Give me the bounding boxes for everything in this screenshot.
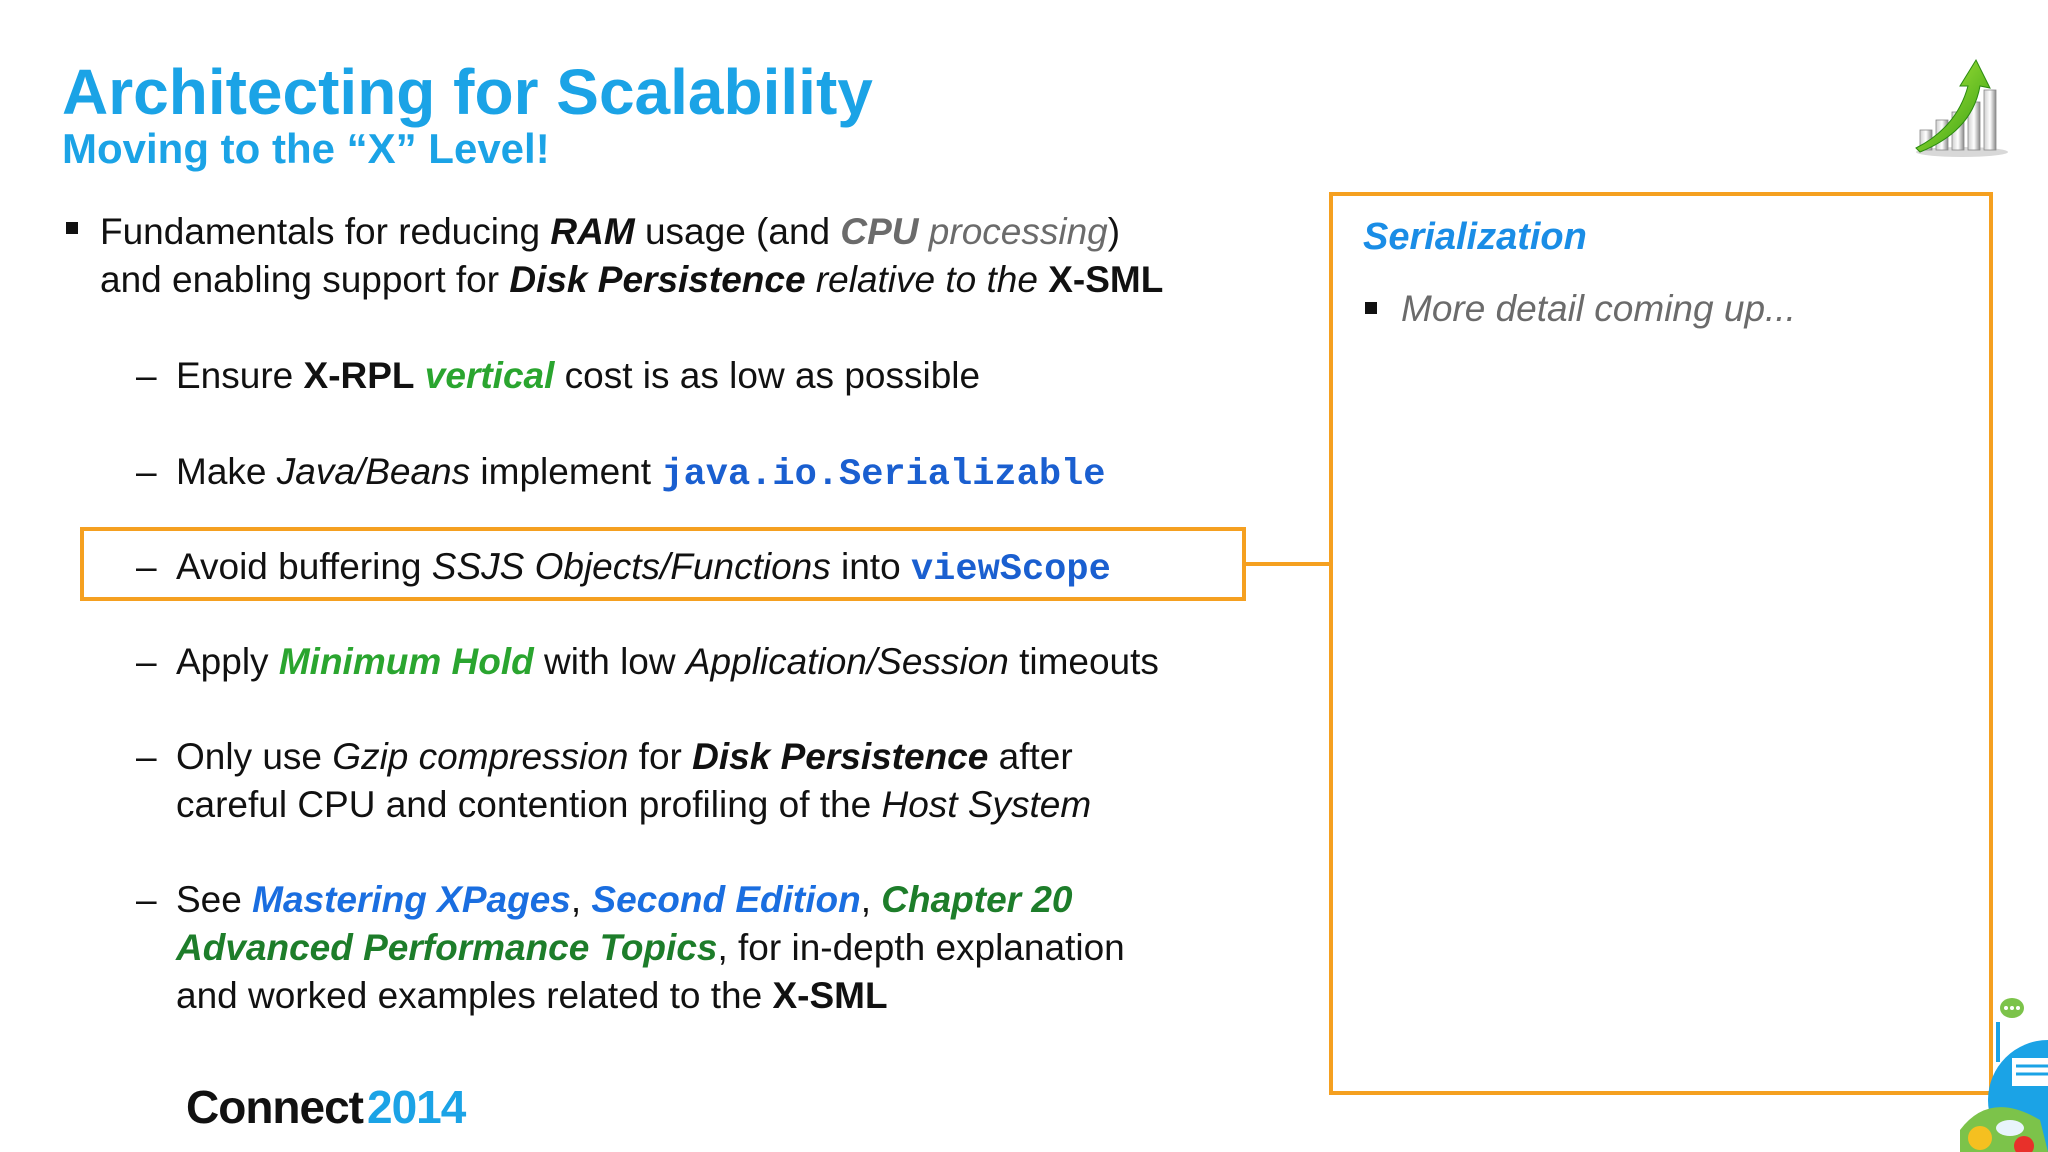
slide-title: Architecting for Scalability	[62, 56, 873, 128]
callout-connector	[1246, 562, 1330, 566]
slide-subtitle: Moving to the “X” Level!	[62, 125, 550, 172]
text-run: processing	[918, 211, 1108, 252]
sub-item-run: implement	[470, 451, 662, 492]
text-run: and enabling support for	[100, 259, 510, 300]
sub-item-run: timeouts	[1008, 641, 1159, 682]
dash-marker: –	[136, 355, 157, 396]
dash-marker: –	[136, 736, 157, 777]
main-bullet-line-2: and enabling support for Disk Persistenc…	[100, 256, 1262, 304]
sub-item-run	[415, 355, 425, 396]
sub-item-run: and worked examples related to the	[176, 975, 773, 1016]
text-run: Fundamentals for reducing	[100, 211, 551, 252]
sub-item-serializable: –Make Java/Beans implement java.io.Seria…	[136, 448, 1105, 499]
callout-title: Serialization	[1363, 216, 1587, 258]
sub-item-line: –Only use Gzip compression for Disk Pers…	[136, 733, 1091, 781]
text-run: X-SML	[1048, 259, 1164, 300]
sub-item-run: Java/Beans	[276, 451, 471, 492]
sub-item-run: Advanced Performance Topics	[176, 927, 718, 968]
sub-item-run: Apply	[176, 641, 279, 682]
serialization-callout: Serialization More detail coming up...	[1329, 192, 1993, 1095]
growth-chart-arrow-icon	[1915, 58, 2008, 157]
sub-item-run: Mastering XPages	[252, 879, 571, 920]
sub-item-run: java.io.Serializable	[661, 454, 1106, 496]
sub-item-run: Chapter 20	[881, 879, 1073, 920]
dash-marker: –	[136, 546, 157, 587]
sub-item-line: –Apply Minimum Hold with low Application…	[136, 638, 1159, 686]
social-cloud-decoration-icon	[1960, 998, 2048, 1152]
sub-item-gzip: –Only use Gzip compression for Disk Pers…	[136, 733, 1091, 829]
sub-item-run: cost is as low as possible	[554, 355, 981, 396]
sub-item-line: careful CPU and contention profiling of …	[176, 781, 1091, 829]
sub-item-run: Minimum Hold	[278, 641, 534, 682]
sub-item-run: See	[176, 879, 253, 920]
sub-item-run: X-RPL	[303, 355, 415, 396]
sub-item-run: X-SML	[772, 975, 888, 1016]
sub-item-run: Host System	[881, 784, 1092, 825]
sub-item-run: into	[830, 546, 911, 587]
sub-item-run: Only use	[176, 736, 333, 777]
dash-marker: –	[136, 641, 157, 682]
sub-item-line: –See Mastering XPages, Second Edition, C…	[136, 876, 1125, 924]
brand-year: 2014	[367, 1081, 466, 1133]
text-run: RAM	[550, 211, 635, 252]
sub-item-run: Ensure	[176, 355, 304, 396]
dash-marker: –	[136, 879, 157, 920]
sub-item-run: , for in-depth explanation	[717, 927, 1125, 968]
main-bullet-line-1: Fundamentals for reducing RAM usage (and…	[100, 208, 1262, 256]
sub-item-minimum-hold: –Apply Minimum Hold with low Application…	[136, 638, 1159, 686]
callout-item-text: More detail coming up...	[1401, 288, 1796, 329]
sub-item-run: viewScope	[910, 549, 1111, 591]
sub-item-run: Application/Session	[685, 641, 1009, 682]
sub-item-run: for	[628, 736, 693, 777]
callout-item: More detail coming up...	[1363, 288, 1796, 330]
sub-item-line: –Ensure X-RPL vertical cost is as low as…	[136, 352, 980, 400]
sub-item-run: with low	[533, 641, 686, 682]
main-bullet: Fundamentals for reducing RAM usage (and…	[62, 208, 1262, 304]
brand-word: Connect	[186, 1081, 364, 1133]
sub-item-line: –Make Java/Beans implement java.io.Seria…	[136, 448, 1105, 499]
sub-item-run: careful CPU and contention profiling of …	[176, 784, 882, 825]
sub-item-line: –Avoid buffering SSJS Objects/Functions …	[136, 543, 1111, 594]
connect-2014-logo: Connect2014	[186, 1080, 466, 1134]
sub-item-viewscope: –Avoid buffering SSJS Objects/Functions …	[136, 543, 1111, 594]
bullet-marker	[66, 222, 78, 234]
dash-marker: –	[136, 451, 157, 492]
highlight-box	[80, 527, 1246, 601]
text-run: )	[1107, 211, 1121, 252]
text-run: usage (and	[634, 211, 841, 252]
sub-item-run: ,	[570, 879, 592, 920]
text-run: relative to the	[805, 259, 1049, 300]
sub-item-line: and worked examples related to the X-SML	[176, 972, 1125, 1020]
sub-item-run: vertical	[424, 355, 555, 396]
sub-item-run: Avoid buffering	[176, 546, 432, 587]
sub-item-book-reference: –See Mastering XPages, Second Edition, C…	[136, 876, 1125, 1020]
sub-item-line: Advanced Performance Topics, for in-dept…	[176, 924, 1125, 972]
sub-item-run: ,	[860, 879, 882, 920]
sub-item-run: Gzip compression	[332, 736, 629, 777]
sub-item-run: after	[988, 736, 1073, 777]
sub-item-xrpl: –Ensure X-RPL vertical cost is as low as…	[136, 352, 980, 400]
sub-item-run: Disk Persistence	[692, 736, 989, 777]
bullet-marker	[1365, 302, 1377, 314]
sub-item-run: Make	[176, 451, 277, 492]
sub-item-run: Second Edition	[591, 879, 861, 920]
sub-item-run: SSJS Objects/Functions	[431, 546, 831, 587]
text-run: Disk Persistence	[509, 259, 806, 300]
text-run: CPU	[840, 211, 919, 252]
